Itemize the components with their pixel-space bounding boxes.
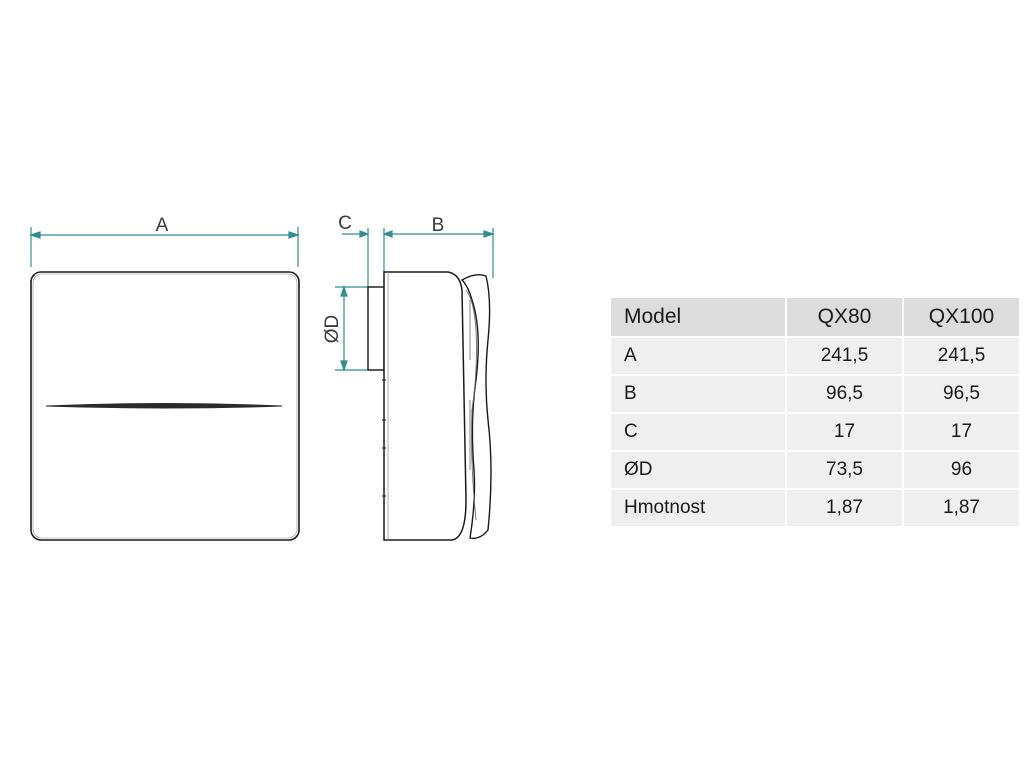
table-row: C 17 17: [611, 414, 1019, 450]
row-label: B: [611, 376, 785, 412]
front-cover-inner-line: [465, 289, 477, 521]
row-value-qx80: 17: [787, 414, 902, 450]
table-row: B 96,5 96,5: [611, 376, 1019, 412]
table-row: A 241,5 241,5: [611, 338, 1019, 374]
row-value-qx100: 241,5: [904, 338, 1019, 374]
dimension-b-label: B: [432, 215, 445, 236]
row-value-qx80: 241,5: [787, 338, 902, 374]
row-value-qx80: 1,87: [787, 490, 902, 526]
front-view: A: [29, 215, 300, 541]
row-label: A: [611, 338, 785, 374]
row-value-qx100: 1,87: [904, 490, 1019, 526]
front-panel-slot: [45, 403, 283, 409]
row-value-qx100: 96,5: [904, 376, 1019, 412]
row-label: C: [611, 414, 785, 450]
dimension-a: [29, 227, 300, 267]
body-tabs: [382, 379, 386, 497]
column-header-model: Model: [611, 298, 785, 336]
fan-body: [383, 271, 467, 541]
column-header-qx80: QX80: [787, 298, 902, 336]
dimension-d-label: ØD: [322, 315, 343, 344]
row-label: Hmotnost: [611, 490, 785, 526]
row-value-qx80: 73,5: [787, 452, 902, 488]
spec-table: Model QX80 QX100 A 241,5 241,5 B 96,5 96…: [609, 296, 1021, 528]
front-cover-profile: [460, 273, 492, 540]
side-view: C B ØD: [322, 213, 495, 541]
table-row: Hmotnost 1,87 1,87: [611, 490, 1019, 526]
row-label: ØD: [611, 452, 785, 488]
row-value-qx100: 17: [904, 414, 1019, 450]
dimension-a-label: A: [156, 215, 169, 236]
duct-spigot: [367, 286, 385, 371]
column-header-qx100: QX100: [904, 298, 1019, 336]
table-row: ØD 73,5 96: [611, 452, 1019, 488]
row-value-qx80: 96,5: [787, 376, 902, 412]
front-panel-inner-edge: [32, 273, 298, 539]
dimension-c-label: C: [338, 213, 352, 234]
row-value-qx100: 96: [904, 452, 1019, 488]
table-header-row: Model QX80 QX100: [611, 298, 1019, 336]
dimension-b: [483, 228, 495, 278]
dimension-c: [342, 228, 494, 290]
